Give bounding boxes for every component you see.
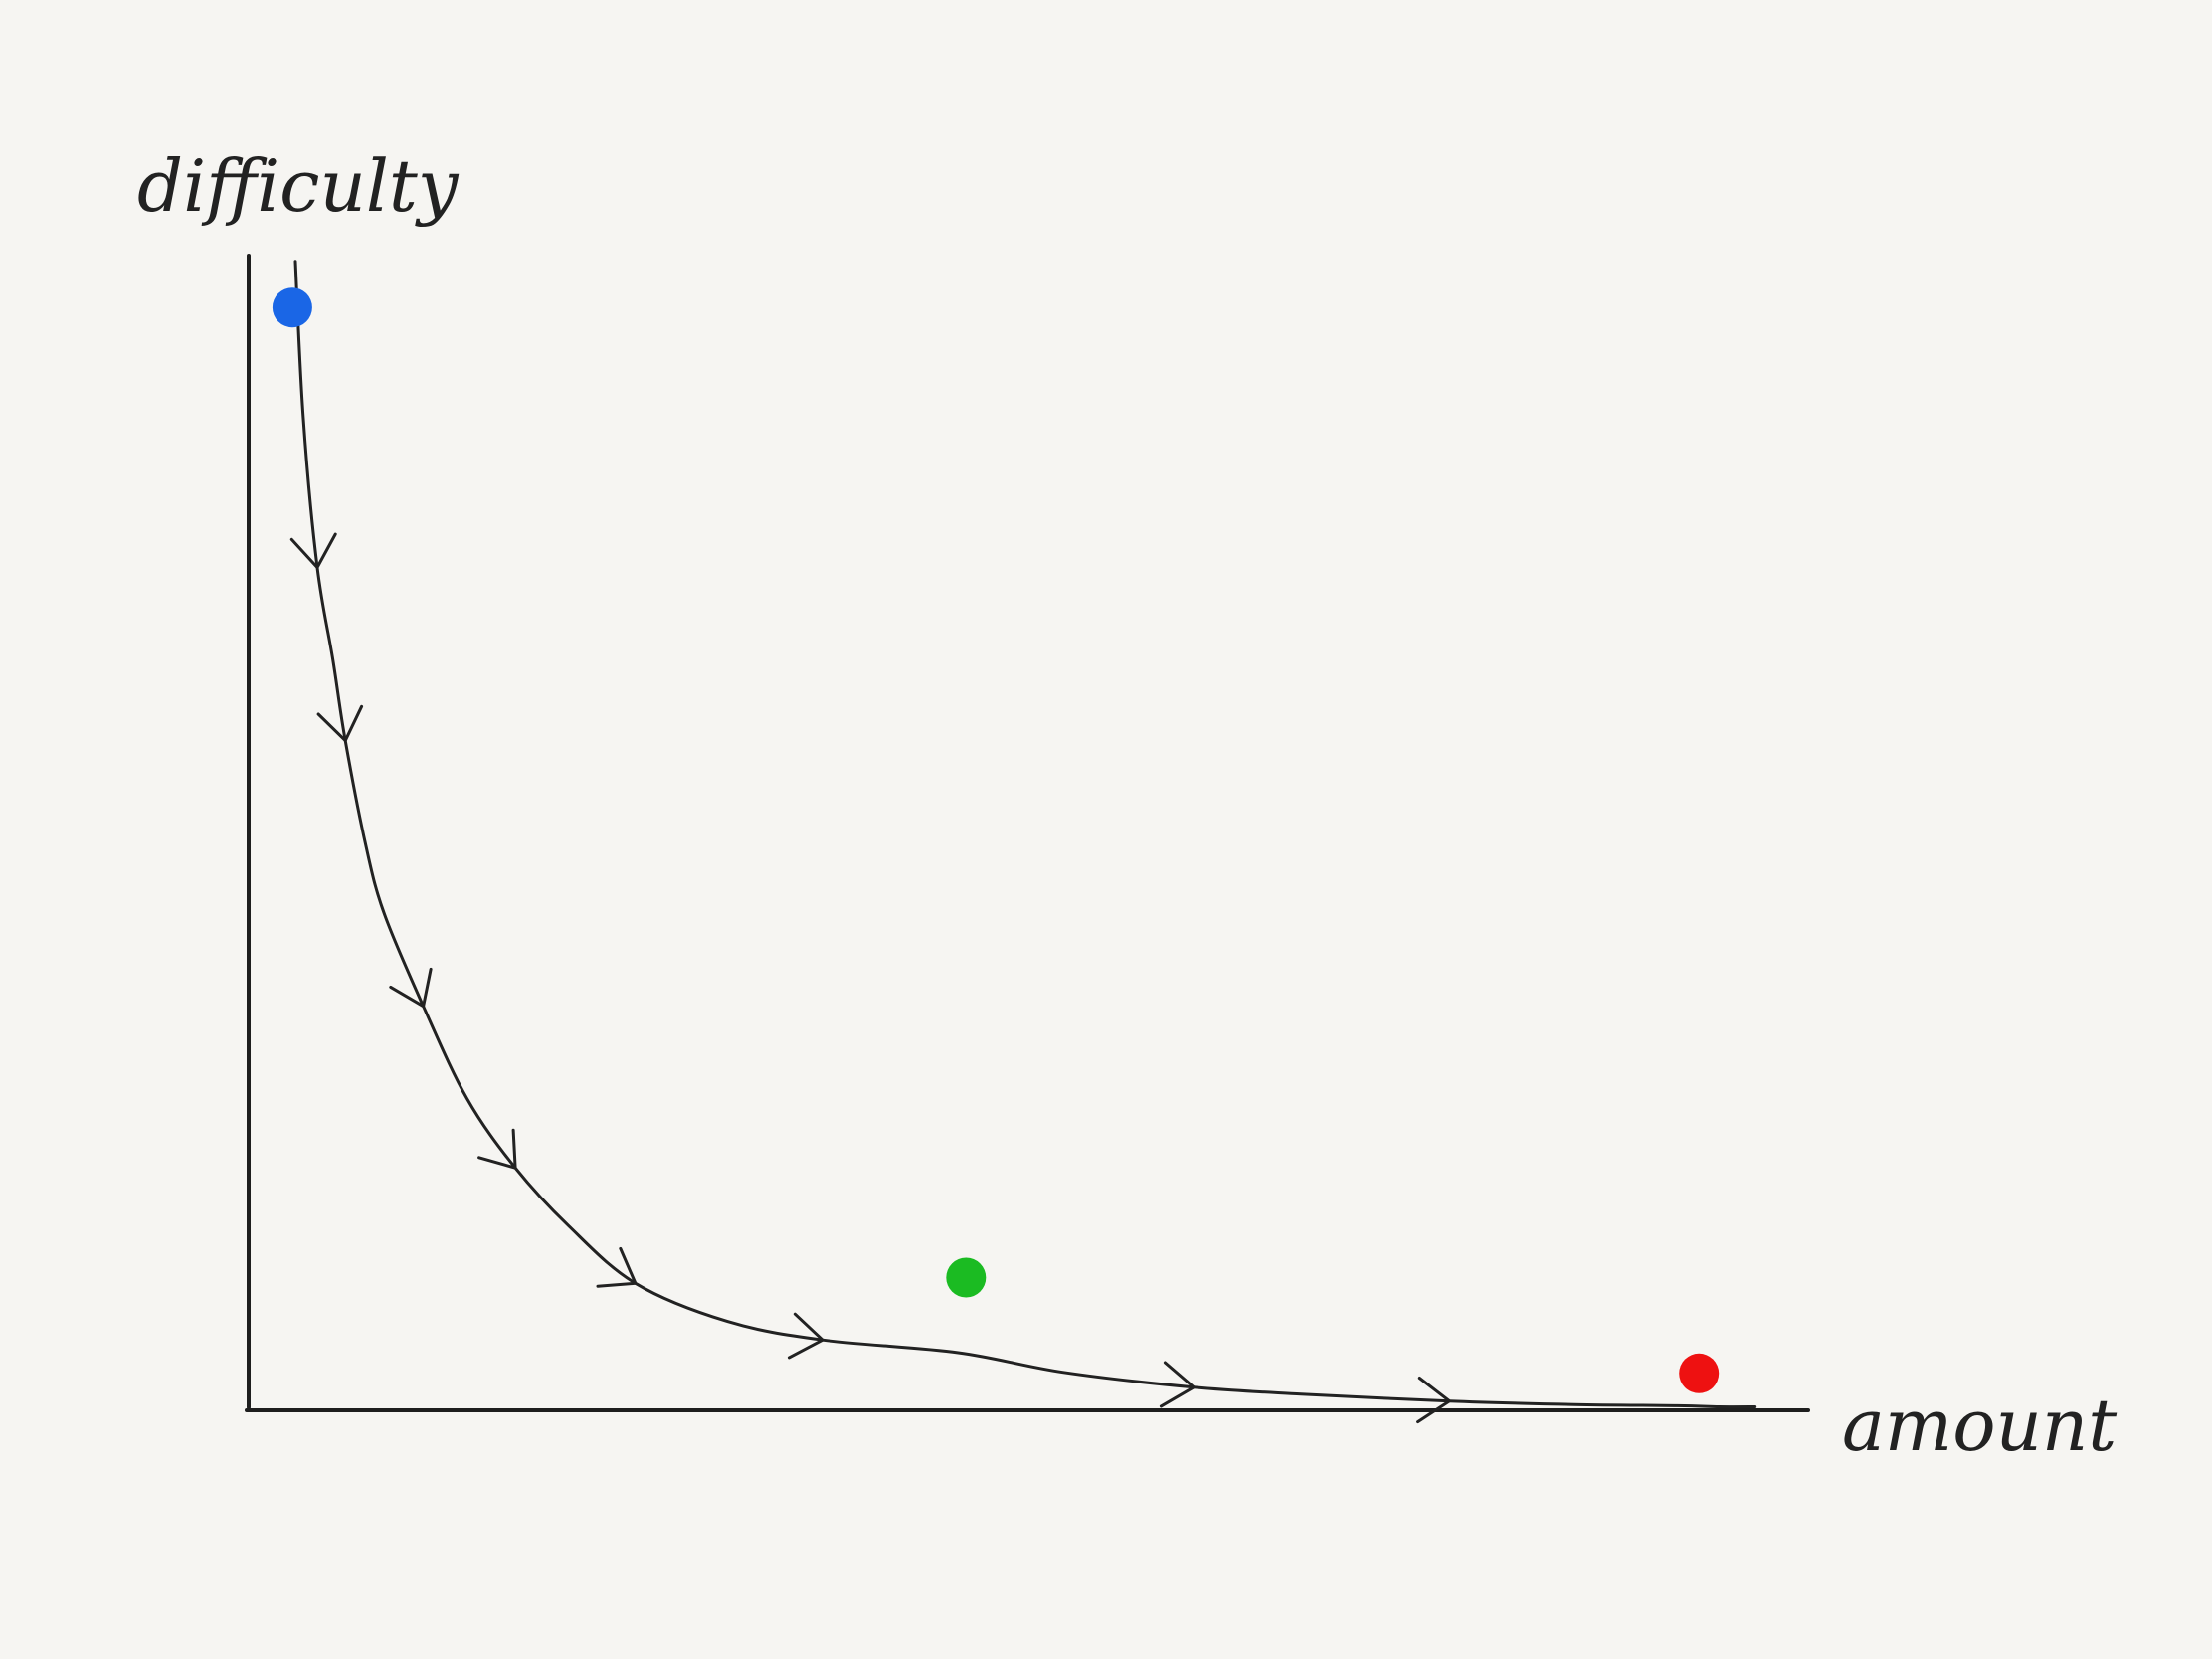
- series-line: [293, 260, 1757, 1409]
- direction-arrow: [1416, 1377, 1451, 1424]
- y-axis-label: difficulty: [137, 144, 460, 228]
- point-marker: [1679, 1353, 1720, 1393]
- direction-arrow: [787, 1312, 825, 1360]
- direction-arrow: [289, 532, 337, 569]
- point-marker: [272, 287, 312, 328]
- point-marker: [946, 1257, 987, 1298]
- marker-layer: [272, 287, 1720, 1393]
- curve-layer: [289, 260, 1757, 1424]
- direction-arrow: [596, 1246, 638, 1288]
- direction-arrow: [389, 967, 433, 1009]
- direction-arrow: [477, 1128, 517, 1170]
- direction-arrow: [316, 704, 364, 743]
- direction-arrow: [1159, 1361, 1196, 1408]
- x-axis-label: amount: [1842, 1383, 2118, 1467]
